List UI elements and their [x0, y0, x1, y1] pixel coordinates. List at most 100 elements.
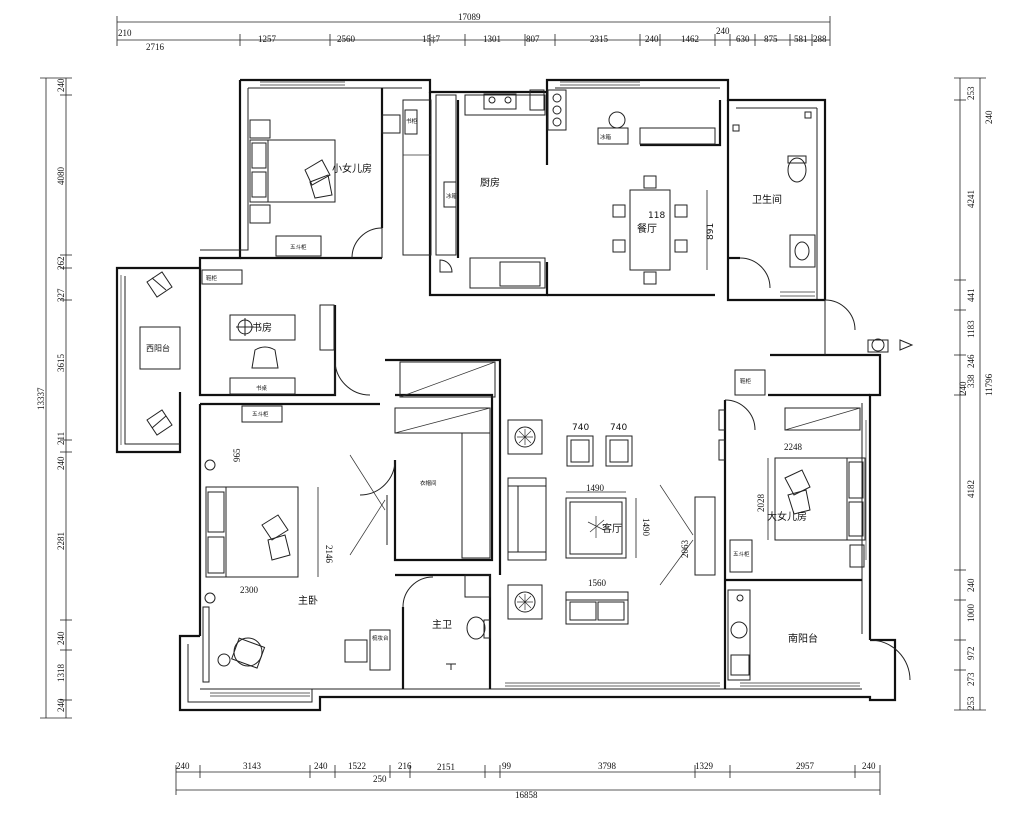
- wardrobe: [241, 405, 283, 423]
- right-dimensions: 253 240 4241 441 1183 246 338 240 11796 …: [954, 77, 994, 711]
- wardrobe-label-big: 五斗柜: [733, 550, 750, 558]
- sofa-icon: [507, 477, 547, 561]
- room-label-master: 主卧: [298, 594, 318, 607]
- chair-icon: [146, 409, 173, 436]
- dim-top-14: 288: [813, 34, 827, 44]
- dim-bottom-9: 3798: [598, 761, 617, 771]
- dim-right-10: 4182: [966, 480, 976, 498]
- dining-chairs: [612, 175, 688, 285]
- dim-bottom-8: 99: [502, 761, 512, 771]
- top-dimensions: 17089 210 1257 2560 15‡7 1301 807 2315 2…: [116, 12, 831, 52]
- table: [139, 326, 181, 370]
- counter-top: [464, 94, 546, 116]
- shoe-cabinet: [734, 369, 766, 396]
- bottom-dimensions: 240 3143 240 1522 250 216 2151 99 3798 1…: [175, 761, 881, 800]
- room-label-study: 书房: [252, 321, 272, 334]
- dim-bottom-3: 240: [314, 761, 328, 771]
- bed-small: [249, 139, 336, 203]
- south-balcony: 南阳台: [727, 589, 818, 681]
- wardrobe: [729, 539, 753, 573]
- dim-top-total: 17089: [458, 12, 481, 22]
- walls: [115, 78, 897, 712]
- dim-top-left: 2716: [146, 42, 165, 52]
- armchair-icon: [605, 435, 633, 467]
- wardrobe: [275, 235, 322, 257]
- dining: 891 118 冰箱 餐厅: [597, 111, 716, 285]
- fridge-label: 冰箱: [446, 192, 458, 200]
- dim-left-7: 211: [56, 432, 66, 445]
- dim-top-3: 2560: [337, 34, 356, 44]
- washer-icon: [730, 621, 748, 639]
- dim-bed-len: 2146: [324, 545, 334, 564]
- dim-bottom-4: 1522: [348, 761, 366, 771]
- dim-left-12: 240: [56, 698, 66, 712]
- dim-bottom-6: 216: [398, 761, 412, 771]
- kitchen: 冰箱 厨房: [435, 89, 567, 289]
- dim-left-2: 4080: [56, 167, 66, 186]
- dim-right-15: 253: [966, 696, 976, 710]
- bookcase-label: 书柜: [406, 117, 418, 125]
- dim-top-8: 240: [645, 34, 659, 44]
- bookcase: [229, 377, 296, 395]
- dim-bed-big-w: 2248: [784, 442, 803, 452]
- kids-room-small: 五斗柜 书柜 小女儿房: [249, 99, 432, 257]
- dim-left-11: 1318: [56, 664, 66, 683]
- dim-chair-b: 740: [610, 423, 627, 433]
- balcony-west: 西阳台: [139, 271, 181, 436]
- left-dimensions: 240 4080 262 327 3615 13337 211 240 2281…: [36, 77, 72, 719]
- dining-table: [629, 189, 671, 271]
- desk-label: 书桌: [256, 384, 268, 392]
- vanity-label: 梳妆台: [372, 634, 389, 642]
- kids-room-big: 鞋柜 2248 2028 五斗柜 大女儿房: [729, 369, 866, 573]
- dim-left-8: 240: [56, 456, 66, 470]
- walk-in: 衣帽间: [349, 361, 496, 559]
- sink-icon: [499, 261, 541, 287]
- dim-right-4: 441: [966, 289, 976, 303]
- doors: [334, 227, 911, 681]
- fridge: [597, 127, 629, 145]
- shoe-label-2: 鞋柜: [740, 377, 752, 385]
- dim-left-4: 327: [56, 288, 66, 302]
- dim-left-5: 3615: [56, 354, 66, 373]
- dim-right-8: 240: [958, 381, 968, 395]
- counter-left: [435, 94, 457, 256]
- tv-cabinet: [694, 496, 716, 576]
- sink-icon: [483, 93, 517, 110]
- dim-table-w: 1490: [586, 483, 605, 493]
- dim-table-h: 1490: [641, 518, 651, 537]
- room-label-kids-big: 大女儿房: [767, 510, 807, 523]
- dim-dining-len: 891: [706, 223, 716, 240]
- toilet-icon: [466, 616, 486, 640]
- room-label-balcony-west: 西阳台: [146, 343, 170, 353]
- dim-right-3: 4241: [966, 190, 976, 208]
- study: 鞋柜 书桌 书房: [201, 269, 335, 395]
- room-label-bathroom: 卫生间: [752, 193, 782, 206]
- wardrobe-tall: [402, 99, 432, 256]
- nightstand: [249, 204, 271, 224]
- walk-in-label: 衣帽间: [420, 479, 437, 487]
- living-room: 740 740 1490 1490 1560 2063 客厅: [507, 409, 726, 625]
- dim-right-5: 1183: [966, 320, 976, 338]
- dim-dining-w: 118: [648, 211, 665, 221]
- shoe-cabinet: [201, 269, 243, 285]
- dim-bottom-12: 240: [862, 761, 876, 771]
- dim-right-2: 240: [984, 110, 994, 124]
- pillow-icon: [261, 514, 291, 561]
- washbasin-icon: [464, 574, 491, 598]
- dim-bed-top: 965: [232, 448, 242, 462]
- washbasin-icon: [789, 234, 816, 268]
- dim-top-5: 1301: [483, 34, 501, 44]
- room-label-kitchen: 厨房: [480, 176, 500, 189]
- dim-top-10: 240: [716, 26, 730, 36]
- master-bedroom: 五斗柜 2146 2300 965 梳妆台 主卧: [202, 405, 391, 683]
- desk: [229, 314, 296, 341]
- vanity-chair: [344, 639, 368, 663]
- desk-chair: [381, 114, 401, 134]
- dim-left-6: 13337: [36, 387, 46, 410]
- master-bath: 主卫: [432, 574, 491, 670]
- dim-top-2: 1257: [258, 34, 277, 44]
- dim-right-11: 240: [966, 578, 976, 592]
- dim-right-9: 11796: [984, 373, 994, 396]
- dim-top-12: 875: [764, 34, 778, 44]
